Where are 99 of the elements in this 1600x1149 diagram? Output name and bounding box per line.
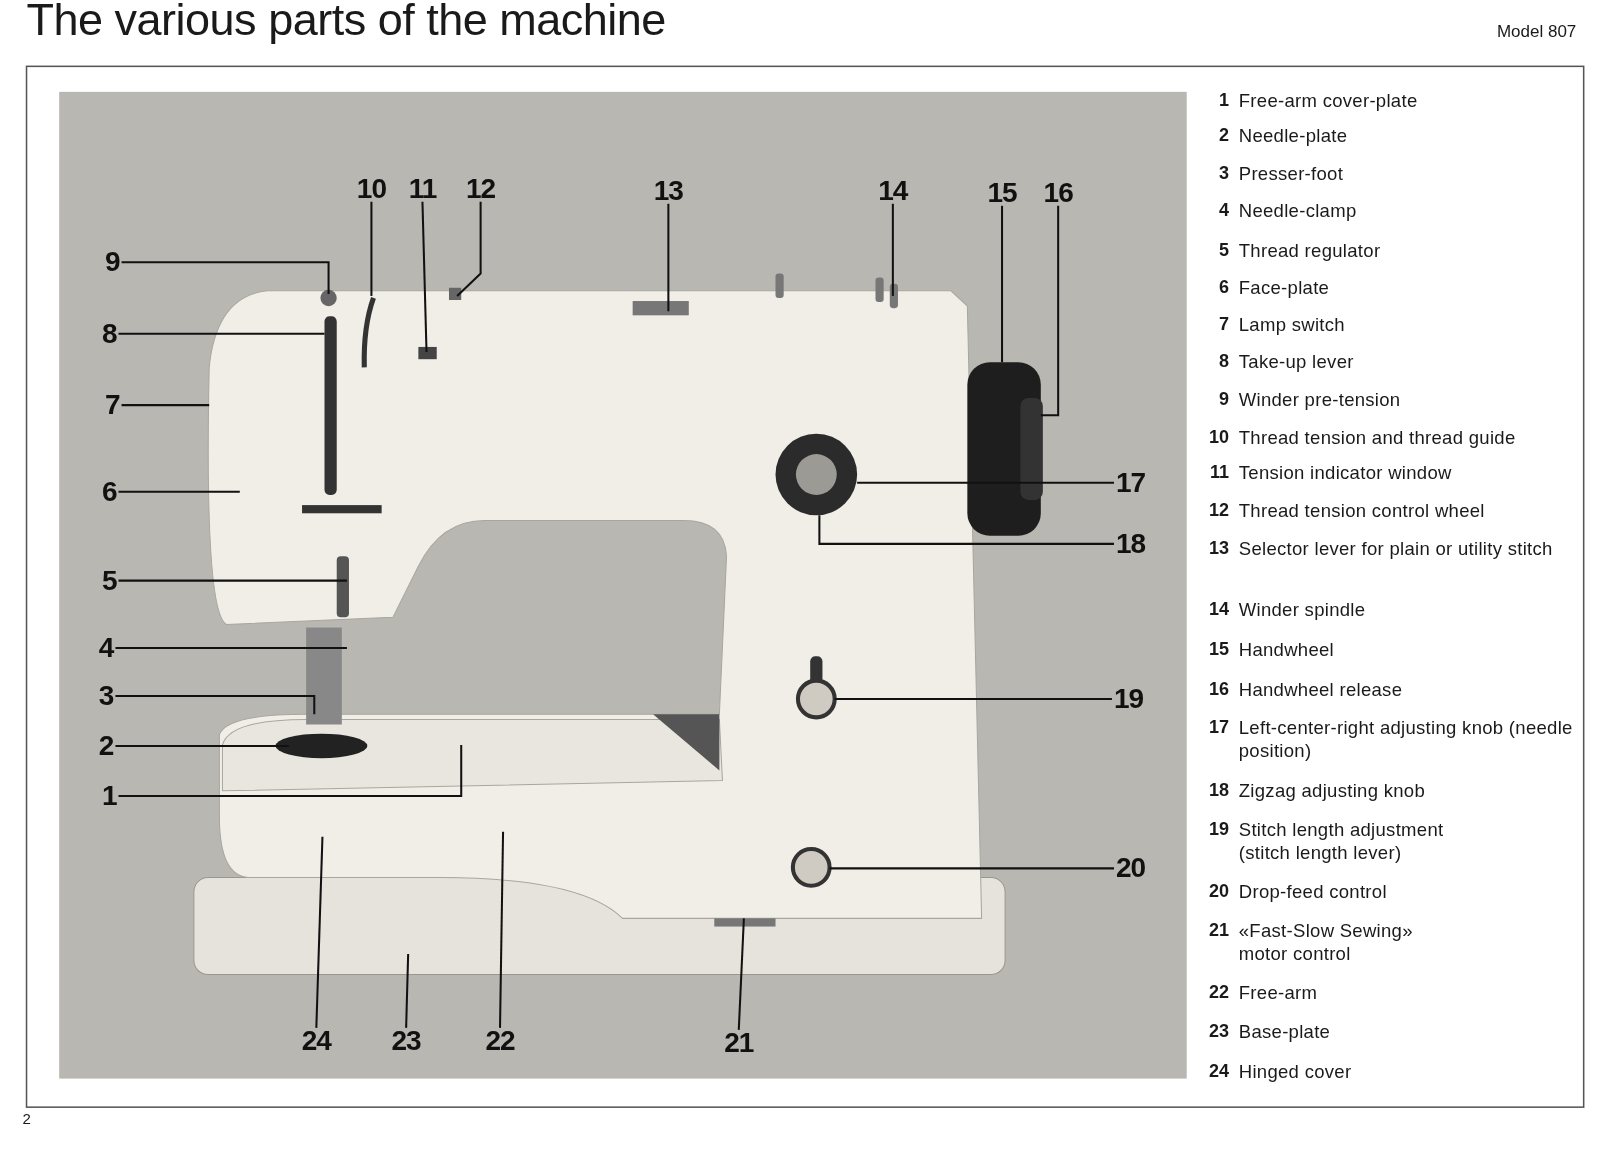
callout-number: 7 — [104, 390, 120, 421]
key-number: 5 — [1217, 238, 1229, 262]
key-number: 2 — [1217, 124, 1229, 148]
leader-line — [829, 867, 1114, 870]
key-number: 13 — [1207, 536, 1229, 560]
page-number: 2 — [22, 1110, 31, 1128]
leader-line — [118, 579, 347, 582]
leader-line — [118, 744, 463, 797]
part-name: Zigzag adjusting knob — [1238, 778, 1427, 802]
leader-line — [891, 203, 894, 296]
leader-line — [456, 201, 482, 297]
part-name: Face-plate — [1238, 275, 1331, 299]
part-name: Left-center-right adjusting knob (needle position) — [1238, 716, 1574, 763]
callout-number: 11 — [408, 173, 437, 204]
part-name: «Fast-Slow Sewing» motor control — [1238, 919, 1414, 966]
part-name: Thread tension and thread guide — [1238, 425, 1517, 449]
leader-line — [121, 261, 330, 294]
leader-line — [118, 490, 240, 493]
leader-line — [857, 481, 1114, 484]
callout-number: 15 — [987, 177, 1017, 208]
callout-number: 16 — [1043, 177, 1073, 208]
callout-number: 12 — [466, 173, 496, 204]
leader-line — [115, 646, 347, 649]
callout-number: 24 — [301, 1025, 331, 1056]
part-name: Handwheel release — [1238, 677, 1404, 701]
leader-line — [1040, 205, 1060, 417]
leader-line — [405, 954, 410, 1028]
part-name: Selector lever for plain or utility stitch — [1238, 536, 1554, 560]
part-name: Free-arm — [1238, 980, 1319, 1004]
callout-number: 8 — [101, 318, 117, 349]
key-number: 16 — [1207, 677, 1229, 701]
leader-line — [1001, 205, 1004, 363]
callout-number: 18 — [1116, 528, 1146, 559]
key-number: 9 — [1217, 387, 1229, 411]
key-number: 15 — [1207, 637, 1229, 661]
model-number: Model 807 — [1496, 22, 1577, 43]
key-number: 14 — [1207, 597, 1229, 621]
part-name: Needle-plate — [1238, 124, 1349, 148]
part-name: Handwheel — [1238, 637, 1336, 661]
key-number: 23 — [1207, 1020, 1229, 1044]
callout-number: 9 — [104, 247, 120, 278]
leader-line — [818, 515, 1114, 545]
callout-number: 23 — [391, 1025, 421, 1056]
callout-number: 3 — [98, 680, 114, 711]
callout-number: 17 — [1116, 467, 1146, 498]
key-number: 18 — [1207, 778, 1229, 802]
callout-number: 14 — [878, 175, 908, 206]
key-number: 8 — [1217, 350, 1229, 373]
key-number: 17 — [1207, 716, 1229, 740]
leader-line — [118, 332, 325, 335]
part-name: Lamp switch — [1238, 313, 1346, 337]
key-number: 20 — [1207, 879, 1229, 903]
part-name: Stitch length adjustment (stitch length lever) — [1238, 818, 1445, 865]
leader-line — [115, 694, 316, 715]
part-name: Base-plate — [1238, 1020, 1332, 1044]
key-number: 12 — [1207, 498, 1229, 522]
key-number: 24 — [1207, 1060, 1229, 1084]
part-name: Winder pre-tension — [1238, 387, 1402, 411]
key-number: 11 — [1208, 461, 1229, 485]
part-name: Drop-feed control — [1238, 879, 1388, 903]
callout-number: 13 — [653, 175, 683, 206]
callout-number: 10 — [356, 173, 386, 204]
callout-number: 21 — [724, 1027, 754, 1058]
leader-line — [667, 203, 670, 312]
key-number: 7 — [1217, 313, 1229, 337]
callout-number: 6 — [101, 476, 117, 507]
key-number: 6 — [1217, 275, 1229, 299]
key-number: 19 — [1207, 818, 1229, 842]
leader-line — [737, 918, 745, 1030]
leader-line — [421, 201, 428, 353]
part-name: Winder spindle — [1238, 597, 1367, 621]
key-number: 21 — [1207, 919, 1229, 943]
callout-number: 22 — [485, 1025, 515, 1056]
part-name: Take-up lever — [1238, 350, 1355, 373]
leader-line — [315, 836, 324, 1028]
key-number: 1 — [1217, 88, 1229, 112]
callout-number: 4 — [98, 632, 114, 663]
callout-number: 20 — [1116, 853, 1146, 884]
callout-number: 19 — [1114, 683, 1144, 714]
leader-line — [834, 697, 1112, 700]
part-name: Free-arm cover-plate — [1238, 88, 1419, 112]
leader-line — [121, 404, 210, 407]
key-number: 3 — [1217, 162, 1229, 186]
part-name: Tension indicator window — [1238, 461, 1453, 485]
key-number: 22 — [1207, 980, 1229, 1004]
part-name: Hinged cover — [1238, 1060, 1353, 1084]
key-number: 4 — [1217, 198, 1229, 222]
part-name: Needle-clamp — [1238, 198, 1358, 222]
leader-line — [115, 744, 289, 747]
callout-number: 5 — [101, 565, 117, 596]
part-name: Thread tension control wheel — [1238, 498, 1486, 522]
callout-number: 2 — [98, 730, 114, 761]
key-number: 10 — [1207, 425, 1229, 449]
page-title: The various parts of the machine — [26, 0, 666, 46]
leader-line — [370, 201, 373, 296]
part-name: Presser-foot — [1238, 162, 1345, 186]
callout-number: 1 — [101, 780, 117, 811]
leader-line — [499, 831, 505, 1028]
part-name: Thread regulator — [1238, 238, 1382, 262]
